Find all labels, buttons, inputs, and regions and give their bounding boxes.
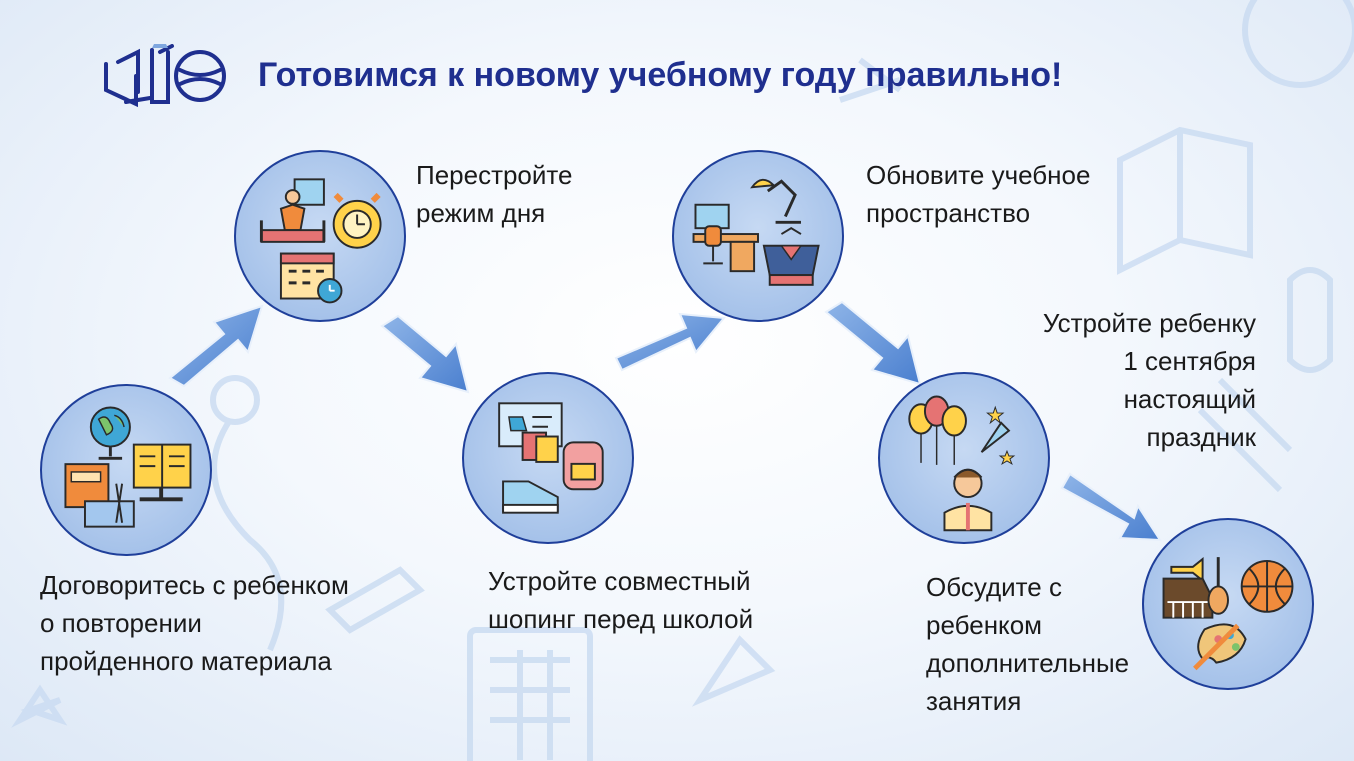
step-1-label: Договоритесь с ребенком о повторении про… <box>40 566 349 680</box>
hobbies-icon <box>1144 520 1312 688</box>
school-logo-icon <box>98 44 238 108</box>
step-5-label: Устройте ребенку 1 сентября настоящий пр… <box>1043 304 1256 456</box>
shopping-icon <box>464 374 632 542</box>
books-globe-icon <box>42 386 210 554</box>
celebration-icon <box>880 374 1048 542</box>
step-3-circle <box>462 372 634 544</box>
step-1-circle <box>40 384 212 556</box>
step-3-label: Устройте совместный шопинг перед школой <box>488 562 753 638</box>
step-6-circle <box>1142 518 1314 690</box>
step-4-label: Обновите учебное пространство <box>866 156 1090 232</box>
workspace-icon <box>674 152 842 320</box>
step-5-circle <box>878 372 1050 544</box>
step-6-label: Обсудите с ребенком дополнительные занят… <box>926 568 1129 720</box>
step-4-circle <box>672 150 844 322</box>
step-2-label: Перестройте режим дня <box>416 156 573 232</box>
step-2-circle <box>234 150 406 322</box>
daily-routine-icon <box>236 152 404 320</box>
page-title: Готовимся к новому учебному году правиль… <box>258 56 1062 95</box>
